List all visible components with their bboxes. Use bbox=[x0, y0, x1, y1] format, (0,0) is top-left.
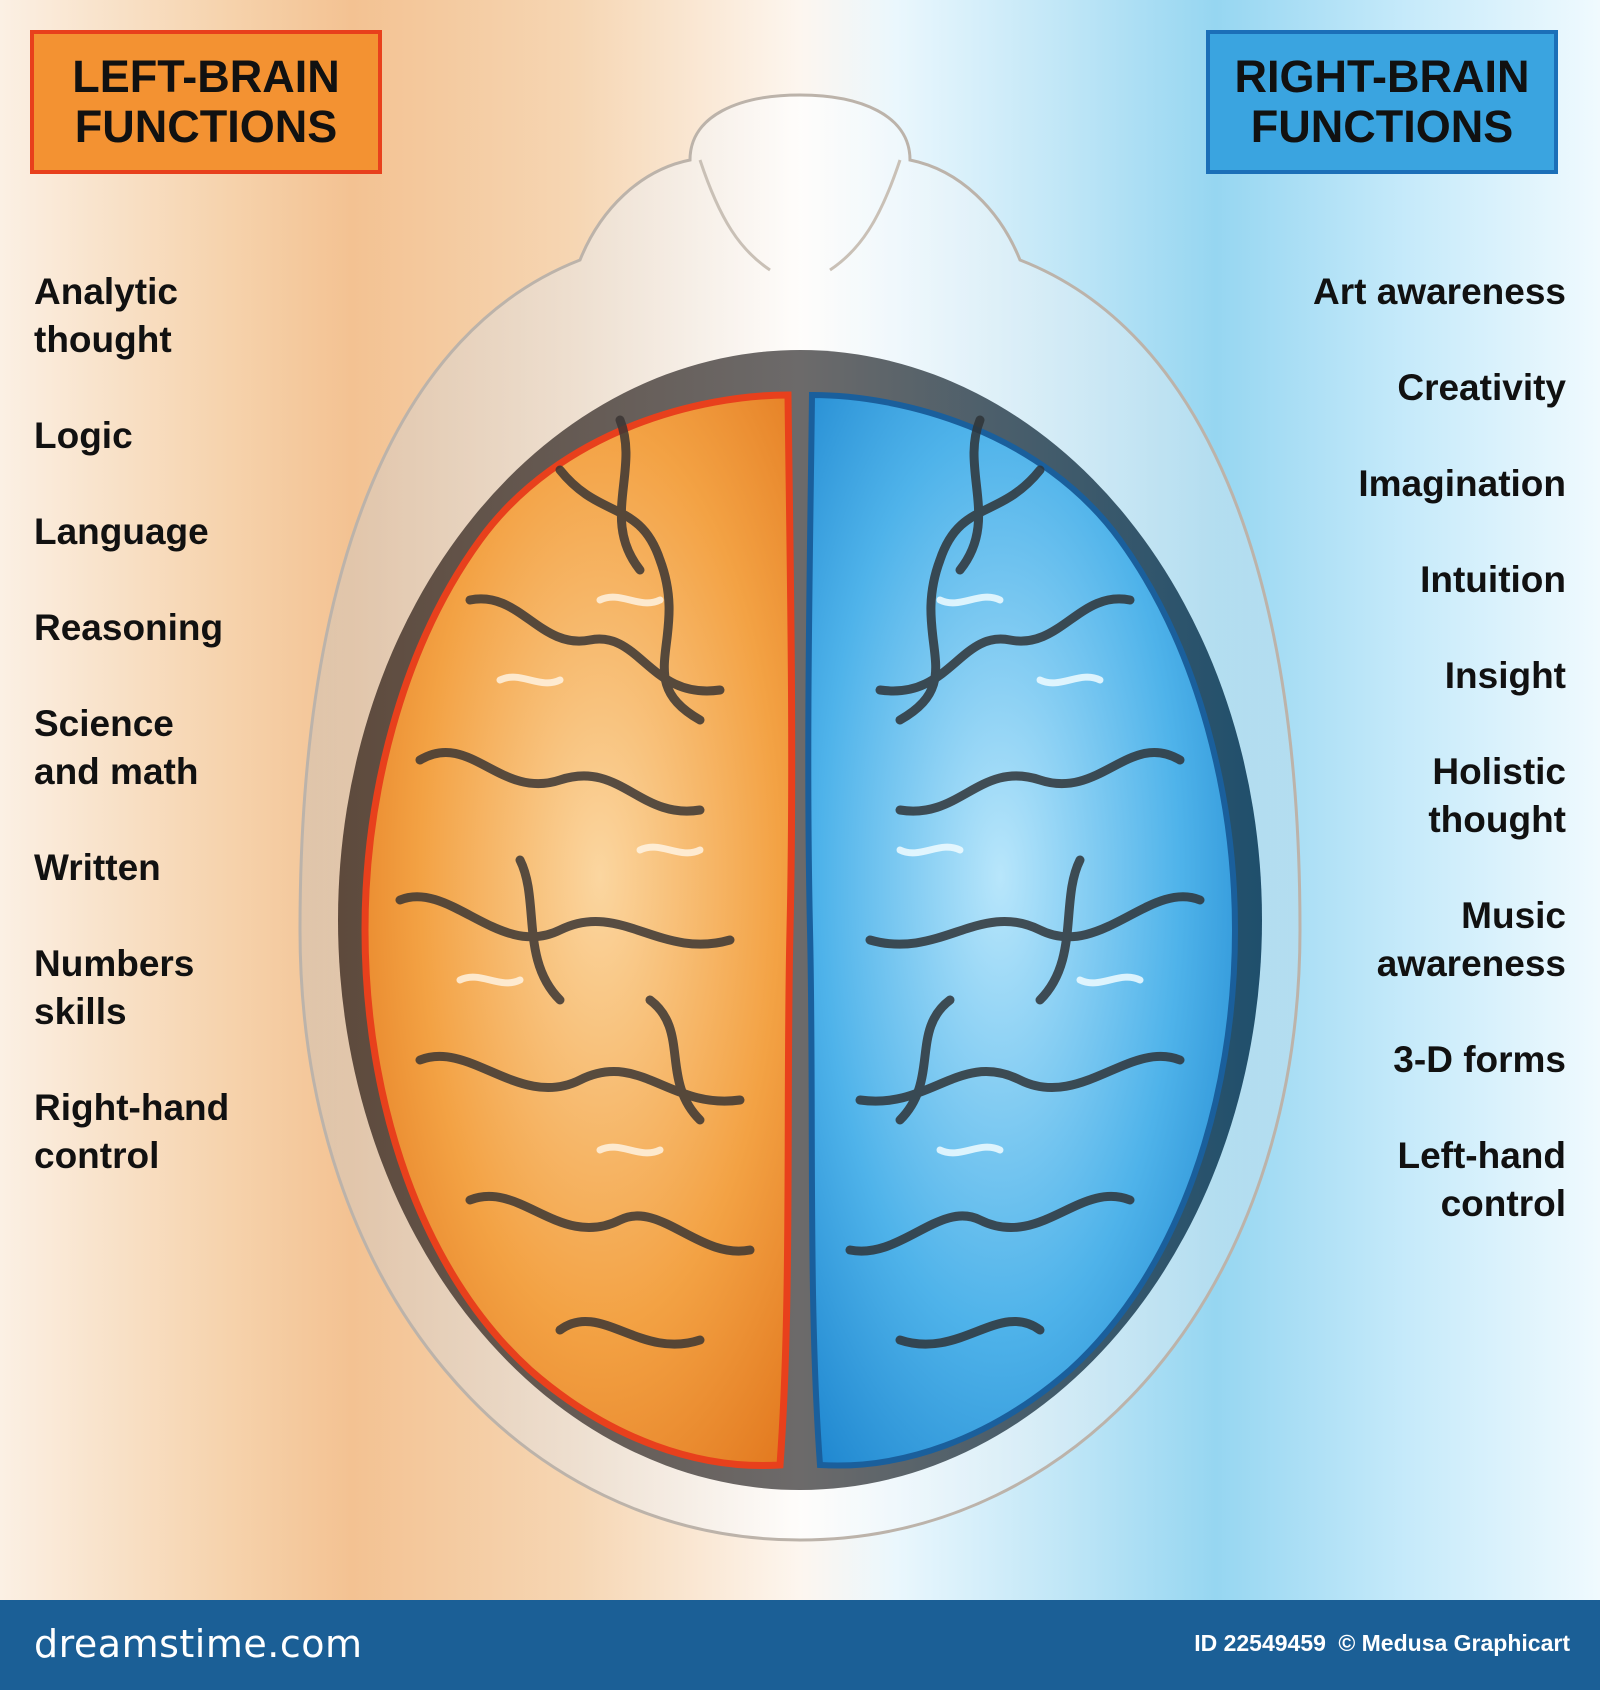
left-functions-list: Analytic thought Logic Language Reasoning… bbox=[34, 268, 364, 1228]
left-title-line-2: FUNCTIONS bbox=[74, 101, 338, 152]
image-id: ID 22549459 bbox=[1194, 1630, 1326, 1656]
right-function-item: Imagination bbox=[1236, 460, 1566, 508]
left-function-line: Right-hand bbox=[34, 1087, 230, 1128]
right-function-line: control bbox=[1440, 1183, 1566, 1224]
right-function-line: Insight bbox=[1444, 655, 1566, 696]
brain-illustration bbox=[298, 93, 1302, 1542]
left-function-item: Logic bbox=[34, 412, 364, 460]
right-function-item: Left-hand control bbox=[1236, 1132, 1566, 1228]
right-function-line: Holistic bbox=[1432, 751, 1566, 792]
footer-logo: dreamstime.com bbox=[34, 1622, 363, 1666]
right-function-item: 3-D forms bbox=[1236, 1036, 1566, 1084]
left-function-line: thought bbox=[34, 319, 172, 360]
left-title-line-1: LEFT-BRAIN bbox=[72, 51, 340, 102]
right-functions-list: Art awareness Creativity Imagination Int… bbox=[1236, 268, 1566, 1276]
right-function-line: Art awareness bbox=[1313, 271, 1566, 312]
right-title-line-1: RIGHT-BRAIN bbox=[1234, 51, 1530, 102]
right-brain-title: RIGHT-BRAIN FUNCTIONS bbox=[1206, 30, 1558, 174]
left-function-line: Science bbox=[34, 703, 174, 744]
left-brain-title: LEFT-BRAIN FUNCTIONS bbox=[30, 30, 382, 174]
right-function-line: Music bbox=[1461, 895, 1566, 936]
right-title-line-2: FUNCTIONS bbox=[1250, 101, 1514, 152]
right-function-line: Creativity bbox=[1397, 367, 1566, 408]
footer-credit: ID 22549459 © Medusa Graphicart bbox=[1188, 1630, 1570, 1657]
left-function-item: Written bbox=[34, 844, 364, 892]
left-function-item: Right-hand control bbox=[34, 1084, 364, 1180]
nose-ridge bbox=[698, 159, 902, 272]
right-function-item: Music awareness bbox=[1236, 892, 1566, 988]
right-function-item: Intuition bbox=[1236, 556, 1566, 604]
left-function-item: Numbers skills bbox=[34, 940, 364, 1036]
left-function-line: Language bbox=[34, 511, 209, 552]
right-function-item: Creativity bbox=[1236, 364, 1566, 412]
right-function-line: Intuition bbox=[1420, 559, 1566, 600]
left-function-line: control bbox=[34, 1135, 160, 1176]
left-function-line: Numbers bbox=[34, 943, 195, 984]
right-function-item: Art awareness bbox=[1236, 268, 1566, 316]
left-function-line: and math bbox=[34, 751, 199, 792]
right-function-item: Holistic thought bbox=[1236, 748, 1566, 844]
right-function-item: Insight bbox=[1236, 652, 1566, 700]
left-function-line: Logic bbox=[34, 415, 133, 456]
right-function-line: Left-hand bbox=[1397, 1135, 1566, 1176]
left-function-item: Analytic thought bbox=[34, 268, 364, 364]
left-function-line: Analytic bbox=[34, 271, 178, 312]
left-function-line: skills bbox=[34, 991, 127, 1032]
left-function-line: Written bbox=[34, 847, 161, 888]
right-function-line: awareness bbox=[1376, 943, 1566, 984]
left-gyri bbox=[395, 415, 755, 1349]
left-function-item: Science and math bbox=[34, 700, 364, 796]
left-function-item: Language bbox=[34, 508, 364, 556]
footer-bar: dreamstime.com ID 22549459 © Medusa Grap… bbox=[0, 1600, 1600, 1690]
right-gyri bbox=[845, 415, 1205, 1349]
left-function-item: Reasoning bbox=[34, 604, 364, 652]
left-function-line: Reasoning bbox=[34, 607, 224, 648]
right-function-line: thought bbox=[1428, 799, 1566, 840]
right-function-line: 3-D forms bbox=[1393, 1039, 1566, 1080]
right-function-line: Imagination bbox=[1358, 463, 1566, 504]
right-highlights bbox=[896, 593, 1144, 1157]
copyright: © Medusa Graphicart bbox=[1338, 1630, 1570, 1656]
left-highlights bbox=[456, 593, 704, 1157]
